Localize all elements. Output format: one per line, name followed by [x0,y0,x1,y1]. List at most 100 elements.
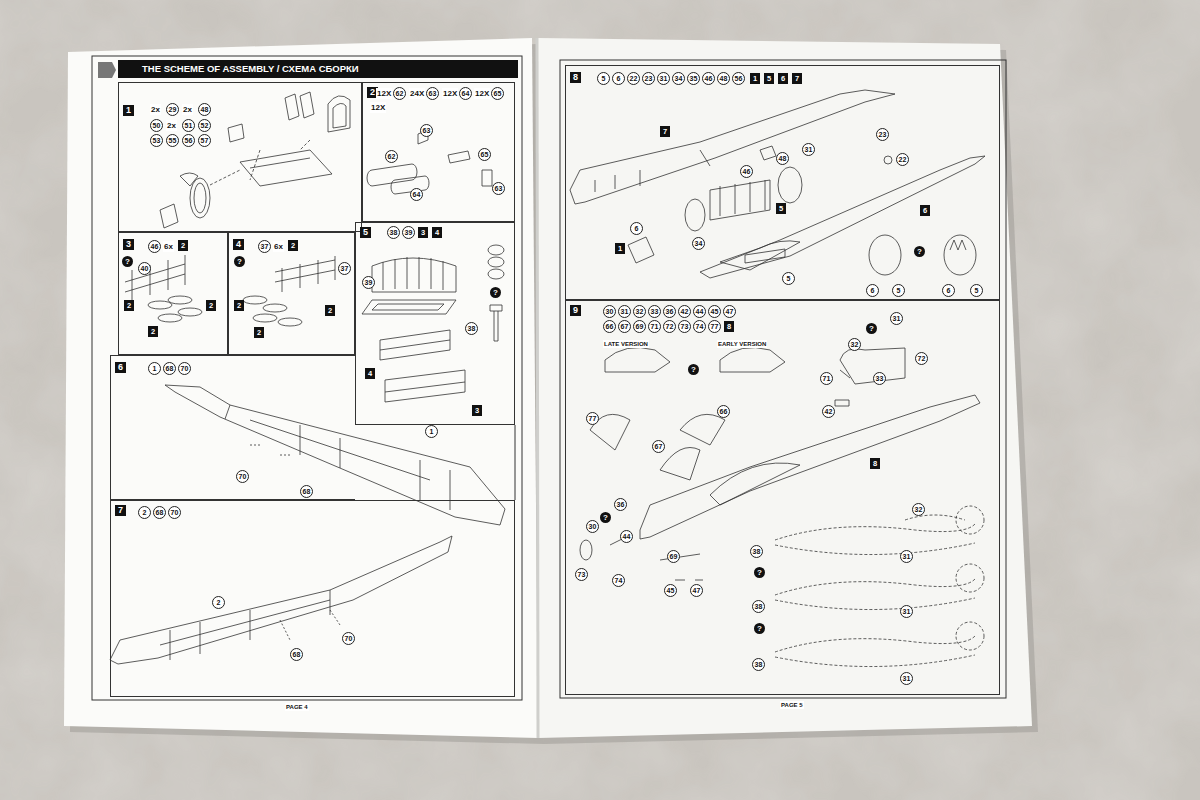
line-art-part [275,256,335,292]
quantity-label: 24X [409,88,425,99]
line-art-part [168,296,192,304]
line-art-part [778,167,802,203]
callout-number: 63 [420,124,433,137]
line-art-part [362,300,456,314]
callout-number: 5 [597,72,610,85]
line-art-part [515,425,516,500]
callout-number: 5 [892,284,905,297]
callout-number: 53 [150,134,163,147]
line-art-part [956,564,984,592]
callout-number: 42 [678,305,691,318]
part-group-number: 2 [124,300,134,311]
step-number: 1 [123,105,134,116]
line-art-part [488,245,504,279]
callout-number: 1 [425,425,438,438]
line-art-part [884,156,892,164]
callout-number: 45 [708,305,721,318]
callout-number: 31 [618,305,631,318]
part-group-number: 1 [615,243,625,254]
part-group-number: 2 [206,300,216,311]
callout-number: 64 [459,87,472,100]
line-art-part [92,56,522,700]
callout-number: 55 [166,134,179,147]
callout-number: 71 [648,320,661,333]
callout-number: 64 [410,188,423,201]
callout-number: 56 [182,134,195,147]
line-art-part [228,124,244,142]
callout-number: 38 [750,545,763,558]
callout-number: 56 [732,72,745,85]
callout-number: 40 [138,262,151,275]
line-art-part [775,506,984,667]
line-art-part [118,60,518,78]
line-art-part [210,140,310,185]
callout-number: 2 [212,596,225,609]
callout-number: 46 [148,240,161,253]
quantity-label: 6x [273,241,284,252]
callout-number: 50 [150,119,163,132]
line-art-part [250,445,292,455]
callout-number: 69 [667,550,680,563]
line-art-part [775,515,975,555]
callout-number: 35 [687,72,700,85]
line-art-part [165,385,505,525]
callout-number: 62 [393,87,406,100]
callout-number: 39 [362,276,375,289]
callout-number: 77 [586,412,599,425]
callout-number: 73 [575,568,588,581]
line-art-part [944,235,976,275]
line-art-part [869,235,901,275]
step-number: 3 [123,239,134,250]
part-group-number: 1 [750,73,760,84]
part-group-number: 8 [870,458,880,469]
line-art-part [190,178,210,218]
line-art-part [380,330,450,360]
callout-number: 38 [465,322,478,335]
line-art-part [538,38,1032,738]
line-art-part [253,314,277,322]
step-number: 5 [360,227,371,238]
note-text: LATE VERSION [603,340,649,348]
callout-number: 47 [723,305,736,318]
step-panel: 6 [110,355,355,500]
part-group-number: 5 [764,73,774,84]
quantity-label: 12X [370,102,386,113]
line-art-part [160,590,330,660]
line-art-part [125,255,185,300]
note-text: EARLY VERSION [717,340,767,348]
callout-number: 31 [900,550,913,563]
line-art-part [590,414,725,480]
line-art-part [280,610,340,640]
line-art-part [64,38,538,738]
part-group-number: 2 [254,327,264,338]
callout-number: 70 [178,362,191,375]
callout-number: 66 [603,320,616,333]
callout-number: 36 [663,305,676,318]
callout-number: 37 [338,262,351,275]
part-group-number: 2 [325,305,335,316]
line-art-part [160,173,198,228]
quantity-label: 2x [182,104,193,115]
callout-number: 37 [258,240,271,253]
line-art-part [580,535,703,580]
quantity-label: 12X [474,88,490,99]
callout-number: 73 [678,320,691,333]
page-heading: THE SCHEME OF ASSEMBLY / СХЕМА СБОРКИ [142,62,359,75]
line-art-part [835,348,905,406]
callout-number: 65 [478,148,491,161]
callout-number: 34 [692,237,705,250]
line-art-part [700,156,985,278]
line-art-part [148,301,172,309]
callout-number: 77 [708,320,721,333]
callout-number: 48 [776,152,789,165]
callout-number: 22 [627,72,640,85]
option-symbol: ? [754,567,765,578]
callout-number: 23 [642,72,655,85]
callout-number: 30 [603,305,616,318]
line-art-part [640,395,980,539]
option-symbol: ? [490,287,501,298]
line-art-part [570,90,895,204]
option-symbol: ? [688,364,699,375]
callout-number: 48 [717,72,730,85]
